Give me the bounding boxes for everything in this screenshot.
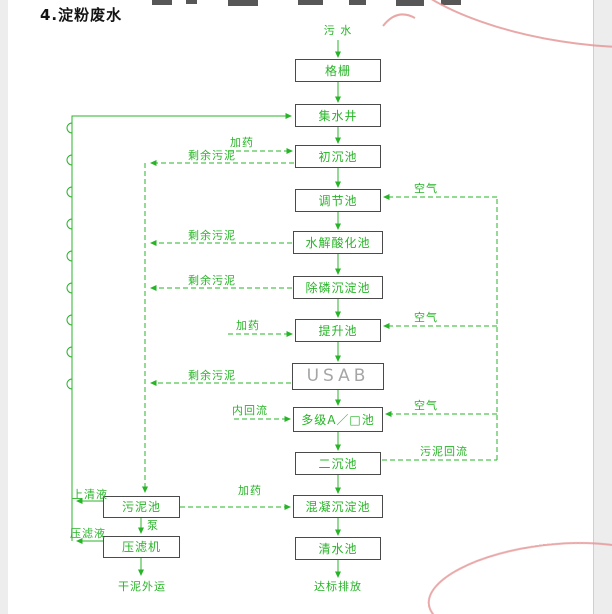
effluent-label: 达标排放 [314,580,362,593]
flow-box-regulating-tank: 调节池 [295,189,381,212]
flow-box-phosphorus-removal: 除磷沉淀池 [293,276,383,299]
flow-box-hydrolysis-acidification: 水解酸化池 [293,231,383,254]
flow-box-grid-screen: 格栅 [295,59,381,82]
watermark-arcs [382,0,612,614]
flow-box-multistage-ao: 多级A／□池 [293,407,383,432]
section-title: 4.淀粉废水 [40,6,123,24]
label-air-regulating: 空气 [414,182,438,195]
label-dosing-primary: 加药 [230,136,254,149]
label-pump: 泵 [147,519,159,532]
label-excess-sludge-hydrolysis: 剩余污泥 [188,229,236,242]
page-right-margin [593,0,612,614]
page-left-margin [0,0,8,614]
riser-hook-marks [66,122,73,390]
air-supply-lines [382,194,498,461]
label-dosing-lift: 加药 [236,319,260,332]
label-excess-sludge-primary: 剩余污泥 [188,149,236,162]
label-internal-reflux: 内回流 [232,404,268,417]
flow-box-lift-tank: 提升池 [295,319,381,342]
left-return-lines [66,113,292,576]
label-excess-sludge-usab: 剩余污泥 [188,369,236,382]
flow-box-collection-well: 集水井 [295,104,381,127]
label-air-lift: 空气 [414,311,438,324]
flow-box-filter-press: 压滤机 [103,536,180,558]
flow-box-usab-reactor: USAB [292,363,384,390]
influent-label: 污 水 [323,24,353,37]
label-supernatant: 上清液 [72,488,108,501]
flow-box-sludge-tank: 污泥池 [103,496,180,518]
label-excess-sludge-phosphorus: 剩余污泥 [188,274,236,287]
label-air-ao: 空气 [414,399,438,412]
label-filtrate: 压滤液 [70,527,106,540]
label-sludge-reflux: 污泥回流 [420,445,468,458]
sludge-out-label: 干泥外运 [118,580,166,593]
cropped-text-fragments [152,0,461,6]
flow-box-coagulation-sedimentation: 混凝沉淀池 [293,495,383,518]
dosing-lines [180,148,293,510]
label-dosing-coagulation: 加药 [238,484,262,497]
excess-sludge-lines [142,160,294,493]
flow-box-primary-sedimentation: 初沉池 [295,145,381,168]
flow-box-secondary-sedimentation: 二沉池 [295,452,381,475]
flow-box-clear-water-tank: 清水池 [295,537,381,560]
